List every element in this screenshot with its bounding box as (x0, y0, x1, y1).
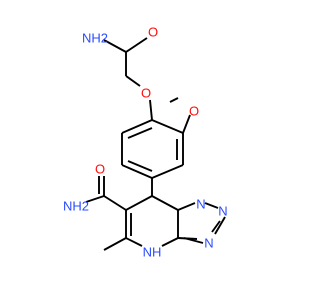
bond (125, 237, 143, 247)
bond (103, 237, 127, 251)
bond (103, 195, 127, 211)
amide-nh2-bottom-label: NH2 (63, 199, 89, 214)
bond (151, 195, 179, 211)
bond (121, 119, 153, 134)
bond (125, 37, 148, 53)
amide-o-bottom-label: O (95, 162, 105, 177)
ring-nh-label: NH (143, 245, 162, 260)
amide-o-top-label: O (148, 25, 158, 40)
ether-o-label: O (141, 86, 151, 101)
bond (151, 164, 184, 179)
structure-drawing: NH2 O O O NH2 O N N N NH (63, 25, 228, 260)
bond (125, 195, 153, 211)
bond (177, 237, 198, 240)
triazole-n3-label: N (204, 236, 213, 251)
bond (149, 99, 153, 121)
bond (211, 220, 221, 233)
molecule-canvas: NH2 O O O NH2 O N N N NH (62, 24, 228, 260)
bond (85, 195, 105, 203)
bond (214, 216, 226, 235)
bond (161, 237, 179, 247)
bond (177, 202, 196, 211)
methoxy-o-label: O (189, 104, 199, 119)
bond (204, 202, 219, 209)
bond (169, 97, 179, 103)
triazole-n2-label: N (218, 204, 227, 219)
bond (125, 75, 141, 87)
bond (103, 39, 127, 53)
bond (121, 164, 153, 179)
bond (182, 114, 191, 134)
bond (127, 127, 153, 139)
triazole-n1-label: N (196, 197, 205, 212)
bond (127, 160, 153, 172)
bond (151, 119, 184, 134)
amide-nh2-top-label: NH2 (82, 31, 108, 46)
